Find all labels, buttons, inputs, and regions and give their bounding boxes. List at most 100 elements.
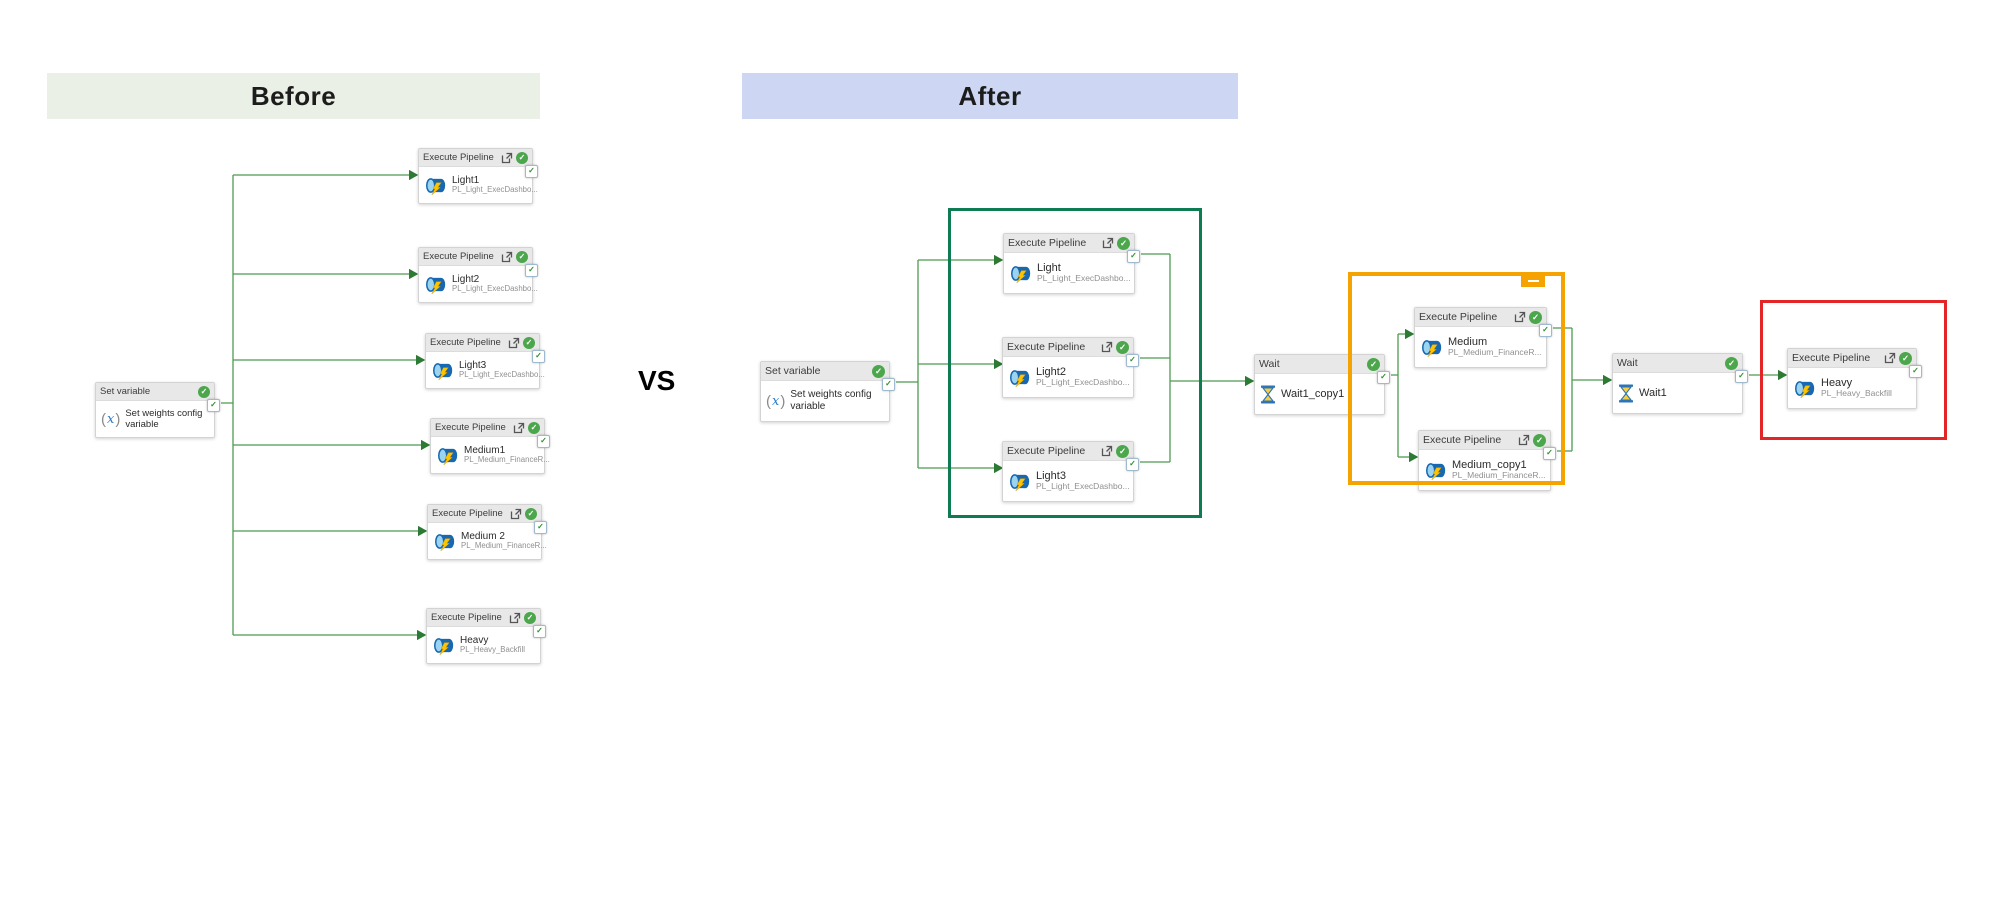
output-port-checkbox[interactable]: ✓ <box>1377 371 1390 384</box>
after-wait1[interactable]: Wait ✓ Wait1 ✓ <box>1612 353 1748 414</box>
activity-header: Execute Pipeline ✓ <box>1415 308 1546 327</box>
after-pipeline-medium[interactable]: Execute Pipeline ✓ Medium PL_Me <box>1414 307 1552 368</box>
activity-type-label: Execute Pipeline <box>431 612 502 623</box>
pipeline-reference: PL_Medium_FinanceR... <box>1448 347 1542 358</box>
activity-body: Light PL_Light_ExecDashbo... <box>1004 253 1134 293</box>
status-succeeded-icon: ✓ <box>516 151 528 164</box>
after-wait1-copy1[interactable]: Wait ✓ Wait1_copy1 ✓ <box>1254 354 1390 415</box>
activity-header: Execute Pipeline ✓ <box>428 505 541 523</box>
open-pipeline-icon[interactable] <box>501 152 513 164</box>
before-title: Before <box>250 80 337 111</box>
activity-header: Execute Pipeline ✓ <box>1004 234 1134 253</box>
before-pipeline-medium1[interactable]: Execute Pipeline ✓ Medium1 PL_M <box>430 418 550 474</box>
activity-name: Medium1 <box>464 444 506 456</box>
activity-body: Medium 2 PL_Medium_FinanceR... <box>428 523 547 559</box>
pipeline-reference: PL_Medium_FinanceR... <box>464 455 550 465</box>
activity-type-label: Execute Pipeline <box>423 152 494 163</box>
pipeline-icon <box>1420 338 1443 357</box>
output-port-checkbox[interactable]: ✓ <box>1126 354 1139 367</box>
activity-name: Light3 <box>459 359 487 371</box>
activity-name: Wait1 <box>1639 386 1667 399</box>
activity-name: Medium_copy1 <box>1452 458 1527 471</box>
set-variable-icon: (x) <box>101 410 121 428</box>
open-pipeline-icon[interactable] <box>1101 445 1113 457</box>
open-pipeline-icon[interactable] <box>1101 341 1113 353</box>
status-succeeded-icon: ✓ <box>1529 310 1542 324</box>
output-port-checkbox[interactable]: ✓ <box>207 399 220 412</box>
pipeline-icon <box>424 176 447 195</box>
open-pipeline-icon[interactable] <box>510 508 522 520</box>
wait-hourglass-icon <box>1618 384 1634 403</box>
set-variable-icon: (x) <box>766 392 786 410</box>
open-pipeline-icon[interactable] <box>509 612 521 624</box>
activity-name: Heavy <box>1821 376 1853 389</box>
after-pipeline-light[interactable]: Execute Pipeline ✓ Light PL_Lig <box>1003 233 1140 294</box>
after-pipeline-medium-copy1[interactable]: Execute Pipeline ✓ Medium_copy1 <box>1418 430 1556 491</box>
output-port-checkbox[interactable]: ✓ <box>537 435 550 448</box>
pipeline-reference: PL_Medium_FinanceR... <box>1452 470 1546 481</box>
before-pipeline-heavy[interactable]: Execute Pipeline ✓ Heavy PL_Hea <box>426 608 546 664</box>
open-pipeline-icon[interactable] <box>1518 434 1530 446</box>
activity-body: Light3 PL_Light_ExecDashbo... <box>1003 461 1133 501</box>
pipeline-icon <box>433 532 456 551</box>
before-set-variable[interactable]: Set variable ✓ (x) Set weights config va… <box>95 382 220 438</box>
output-port-checkbox[interactable]: ✓ <box>533 625 546 638</box>
activity-header: Execute Pipeline ✓ <box>431 419 544 437</box>
output-port-checkbox[interactable]: ✓ <box>1543 447 1556 460</box>
pipeline-reference: PL_Heavy_Backfill <box>460 645 526 655</box>
activity-type-label: Execute Pipeline <box>432 508 503 519</box>
output-port-checkbox[interactable]: ✓ <box>534 521 547 534</box>
output-port-checkbox[interactable]: ✓ <box>525 165 538 178</box>
output-port-checkbox[interactable]: ✓ <box>1127 250 1140 263</box>
status-succeeded-icon: ✓ <box>523 336 535 349</box>
open-pipeline-icon[interactable] <box>501 251 513 263</box>
before-pipeline-light3[interactable]: Execute Pipeline ✓ Light3 PL_Li <box>425 333 545 389</box>
activity-body: Light1 PL_Light_ExecDashbo... <box>419 167 538 203</box>
output-port-checkbox[interactable]: ✓ <box>882 378 895 391</box>
pipeline-icon <box>1009 264 1032 283</box>
before-pipeline-light1[interactable]: Execute Pipeline ✓ Light1 PL_Li <box>418 148 538 204</box>
activity-name: Light3 <box>1036 469 1066 482</box>
activity-header: Wait ✓ <box>1613 354 1742 373</box>
output-port-checkbox[interactable]: ✓ <box>532 350 545 363</box>
activity-body: Heavy PL_Heavy_Backfill <box>427 627 540 663</box>
activity-type-label: Wait <box>1617 357 1638 369</box>
output-port-checkbox[interactable]: ✓ <box>1539 324 1552 337</box>
output-port-checkbox[interactable]: ✓ <box>1909 365 1922 378</box>
pipeline-icon <box>1424 461 1447 480</box>
activity-type-label: Wait <box>1259 358 1280 370</box>
activity-header: Execute Pipeline ✓ <box>1003 442 1133 461</box>
after-pipeline-heavy[interactable]: Execute Pipeline ✓ Heavy PL_Hea <box>1787 348 1922 409</box>
activity-body: Medium_copy1 PL_Medium_FinanceR... <box>1419 450 1550 490</box>
before-pipeline-light2[interactable]: Execute Pipeline ✓ Light2 PL_Li <box>418 247 538 303</box>
status-succeeded-icon: ✓ <box>1116 340 1129 354</box>
open-pipeline-icon[interactable] <box>1102 237 1114 249</box>
after-pipeline-light3[interactable]: Execute Pipeline ✓ Light3 PL_Li <box>1002 441 1139 502</box>
output-port-checkbox[interactable]: ✓ <box>1126 458 1139 471</box>
pipeline-reference: PL_Heavy_Backfill <box>1821 388 1892 399</box>
output-port-checkbox[interactable]: ✓ <box>1735 370 1748 383</box>
activity-name: Medium <box>1448 335 1488 348</box>
pipeline-icon <box>1793 379 1816 398</box>
activity-type-label: Execute Pipeline <box>1007 341 1086 353</box>
activity-type-label: Execute Pipeline <box>423 251 494 262</box>
before-pipeline-medium2[interactable]: Execute Pipeline ✓ Medium 2 PL_ <box>427 504 547 560</box>
open-pipeline-icon[interactable] <box>1514 311 1526 323</box>
after-pipeline-light2[interactable]: Execute Pipeline ✓ Light2 PL_Li <box>1002 337 1139 398</box>
activity-body: Medium PL_Medium_FinanceR... <box>1415 327 1546 367</box>
open-pipeline-icon[interactable] <box>513 422 525 434</box>
open-pipeline-icon[interactable] <box>1884 352 1896 364</box>
pipeline-icon <box>432 636 455 655</box>
after-set-variable[interactable]: Set variable ✓ (x) Set weights config va… <box>760 361 895 422</box>
activity-header: Execute Pipeline ✓ <box>1788 349 1916 368</box>
activity-name: Wait1_copy1 <box>1281 387 1345 400</box>
open-pipeline-icon[interactable] <box>508 337 520 349</box>
status-succeeded-icon: ✓ <box>528 421 540 434</box>
activity-body: Light2 PL_Light_ExecDashbo... <box>419 266 538 302</box>
output-port-checkbox[interactable]: ✓ <box>525 264 538 277</box>
activity-body: Wait1 <box>1613 373 1742 413</box>
pipeline-reference: PL_Light_ExecDashbo... <box>459 370 545 380</box>
status-succeeded-icon: ✓ <box>524 611 536 624</box>
